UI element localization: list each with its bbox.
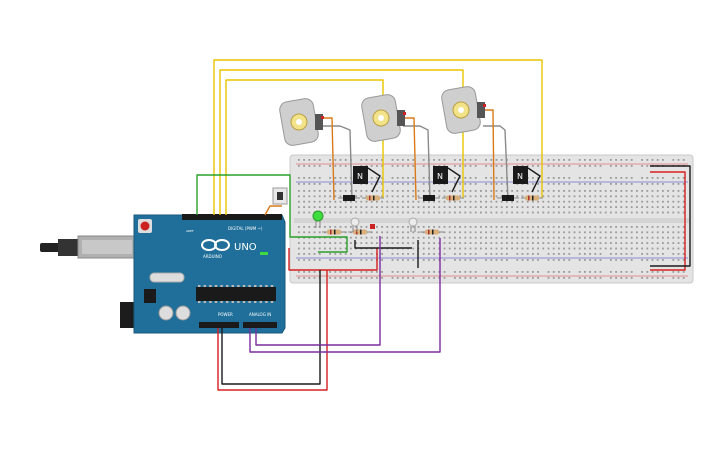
wire-red-power-right xyxy=(650,171,686,271)
transistor-label: N xyxy=(437,172,443,181)
wire-orange-motor-3 xyxy=(485,109,495,201)
transistor-2[interactable]: N xyxy=(433,166,461,193)
analog-label: ANALOG IN xyxy=(249,312,271,317)
wire-orange-button xyxy=(264,205,282,216)
wire-black-gnd xyxy=(221,270,321,385)
photoresistor-1[interactable] xyxy=(350,217,360,232)
resistor-2[interactable] xyxy=(442,195,464,201)
green-led[interactable] xyxy=(312,210,324,228)
red-indicator[interactable] xyxy=(370,224,375,229)
wire-yellow-2 xyxy=(219,69,464,215)
wire-green xyxy=(196,174,348,253)
breadboard-holes xyxy=(298,159,685,279)
power-led xyxy=(260,252,268,255)
transistor-3[interactable]: N xyxy=(513,166,541,193)
resistor-3[interactable] xyxy=(521,195,543,201)
dc-motor-3[interactable] xyxy=(440,85,486,134)
wires[interactable] xyxy=(196,59,691,391)
wire-gray-motor-3 xyxy=(483,125,509,201)
board-model-label: UNO xyxy=(234,242,257,253)
breadboard[interactable] xyxy=(289,154,694,284)
arduino-logo xyxy=(201,239,230,251)
capacitor xyxy=(158,305,174,321)
wire-purple-2 xyxy=(255,236,381,346)
wire-black-1 xyxy=(354,240,412,249)
arduino-uno-board[interactable]: UNO ARDUINO DIGITAL (PWM ~) AREF POWER A… xyxy=(40,214,286,334)
dc-motor-2[interactable] xyxy=(360,93,406,142)
diode-2[interactable] xyxy=(418,195,440,201)
transistor-label: N xyxy=(357,172,363,181)
usb-cable-plug xyxy=(40,243,60,252)
analog-header[interactable] xyxy=(243,322,277,328)
photoresistor-2[interactable] xyxy=(408,217,418,232)
resistor-1[interactable] xyxy=(362,195,384,201)
wire-gray-motor-1 xyxy=(320,125,353,201)
resistor-4[interactable] xyxy=(322,229,346,235)
crystal-oscillator xyxy=(149,272,185,283)
power-label: POWER xyxy=(218,312,233,317)
wire-yellow-1 xyxy=(213,59,543,215)
wire-black-power-right xyxy=(650,165,691,267)
dc-motor-1[interactable] xyxy=(278,97,324,146)
capacitor xyxy=(175,305,191,321)
chip-pins xyxy=(198,285,274,303)
transistor-1[interactable]: N xyxy=(353,166,381,193)
diode-1[interactable] xyxy=(338,195,360,201)
digital-label: DIGITAL (PWM ~) xyxy=(228,226,263,231)
wire-orange-motor-2 xyxy=(404,117,417,201)
pushbutton[interactable] xyxy=(272,187,288,205)
wire-gray-motor-2 xyxy=(403,125,431,201)
atmega-chip xyxy=(196,287,276,301)
wire-red-5v xyxy=(217,270,328,391)
aref-label: AREF xyxy=(186,229,194,233)
brand-label: ARDUINO xyxy=(203,254,222,259)
wire-purple-1 xyxy=(249,238,441,353)
usb-cable xyxy=(58,239,78,256)
reset-button-cap[interactable] xyxy=(140,221,150,231)
wire-red-rail xyxy=(288,248,378,271)
diode-3[interactable] xyxy=(497,195,519,201)
power-header[interactable] xyxy=(199,322,239,328)
voltage-regulator xyxy=(144,289,156,303)
transistor-label: N xyxy=(517,172,523,181)
wire-orange-motor-1 xyxy=(322,117,335,201)
resistor-6[interactable] xyxy=(420,229,444,235)
digital-header[interactable] xyxy=(182,214,282,220)
